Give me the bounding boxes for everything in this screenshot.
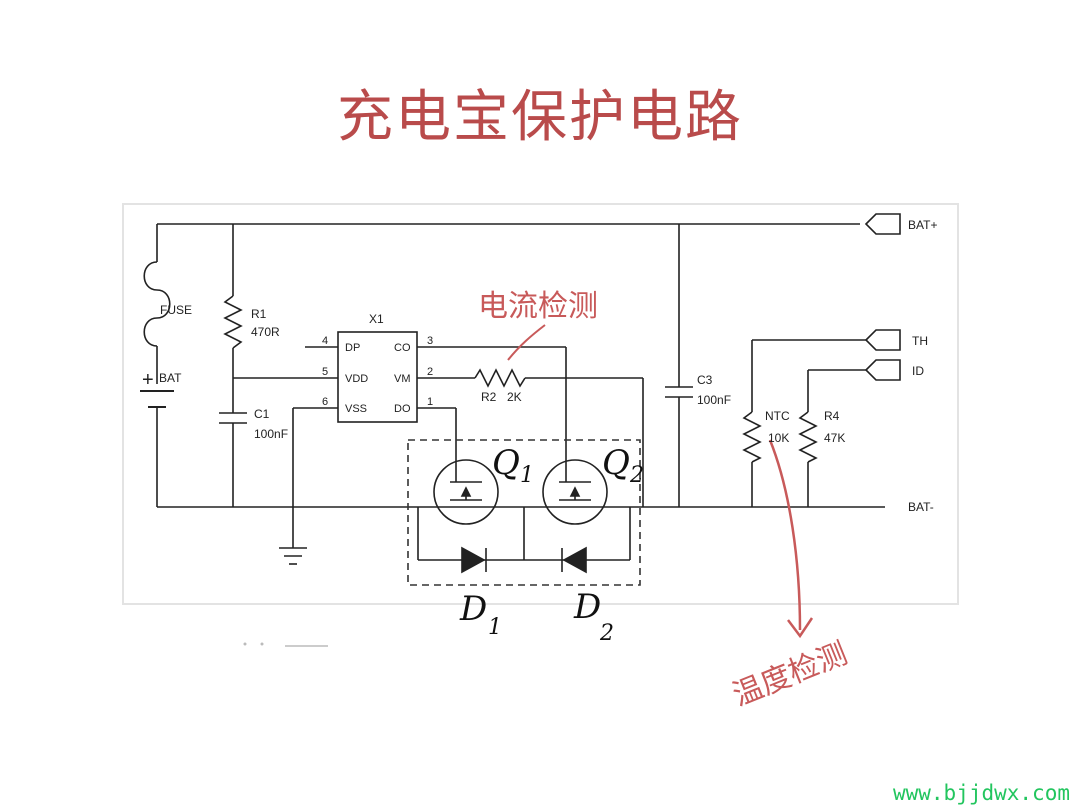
terminal-th: TH (912, 334, 928, 348)
r4-name: R4 (824, 409, 840, 423)
temp-detect-arrow (768, 439, 802, 631)
watermark: www.bjjdwx.com (892, 781, 1070, 805)
q1-handwritten-label: Q (492, 443, 520, 483)
x1-pin-num: 4 (322, 335, 328, 347)
terminal-bat-plus: BAT+ (908, 218, 937, 232)
x1-pin-num: 1 (427, 396, 433, 408)
x1-pin-name: VSS (345, 403, 367, 415)
current-detect-annotation: 电流检测 (478, 289, 598, 324)
r1-value: 470R (251, 325, 280, 339)
d1-handwritten-sub: 1 (488, 615, 502, 640)
terminal-id: ID (912, 364, 924, 378)
d2-handwritten-label: D (573, 587, 601, 627)
x1-pin-name: DP (345, 342, 360, 354)
x1-pin-num: 5 (322, 366, 328, 378)
wires (140, 213, 901, 565)
bat-label: BAT (159, 371, 182, 385)
r2-value: 2K (507, 390, 522, 404)
r2-name: R2 (481, 390, 497, 404)
mosfet-q2-symbol (542, 459, 608, 525)
r1-name: R1 (251, 307, 267, 321)
x1-pin-name: CO (394, 342, 411, 354)
diagram-title: 充电宝保护电路 (337, 85, 743, 150)
q1-handwritten-sub: 1 (520, 463, 534, 488)
q2-handwritten-label: Q (602, 443, 630, 483)
mosfet-q1-symbol (433, 459, 499, 525)
diode-d1-symbol (461, 546, 486, 574)
ntc-value: 10K (768, 431, 789, 445)
fuse-label: FUSE (160, 303, 192, 317)
terminal-bat-minus: BAT- (908, 500, 934, 514)
x1-pin-name: VDD (345, 373, 368, 385)
r4-value: 47K (824, 431, 845, 445)
temp-detect-annotation: 温度检测 (728, 636, 852, 713)
c1-value: 100nF (254, 427, 288, 441)
schematic-frame (122, 203, 959, 605)
d1-handwritten-label: D (459, 589, 487, 629)
c3-name: C3 (697, 373, 713, 387)
diode-d2-symbol (562, 546, 587, 574)
x1-pin-num: 3 (427, 335, 433, 347)
q2-handwritten-sub: 2 (629, 463, 644, 488)
x1-pin-num: 2 (427, 366, 433, 378)
mosfets-diodes (417, 459, 631, 574)
d2-handwritten-sub: 2 (599, 621, 614, 646)
x1-pin-name: VM (394, 373, 411, 385)
current-detect-arrow (507, 324, 546, 361)
x1-pin-num: 6 (322, 396, 328, 408)
mosfet-package-outline (407, 439, 641, 586)
x1-pin-name: DO (394, 403, 411, 415)
c3-value: 100nF (697, 393, 731, 407)
c1-name: C1 (254, 407, 270, 421)
x1-name: X1 (369, 312, 384, 326)
ntc-name: NTC (765, 409, 790, 423)
svg-text:+: + (142, 369, 154, 391)
